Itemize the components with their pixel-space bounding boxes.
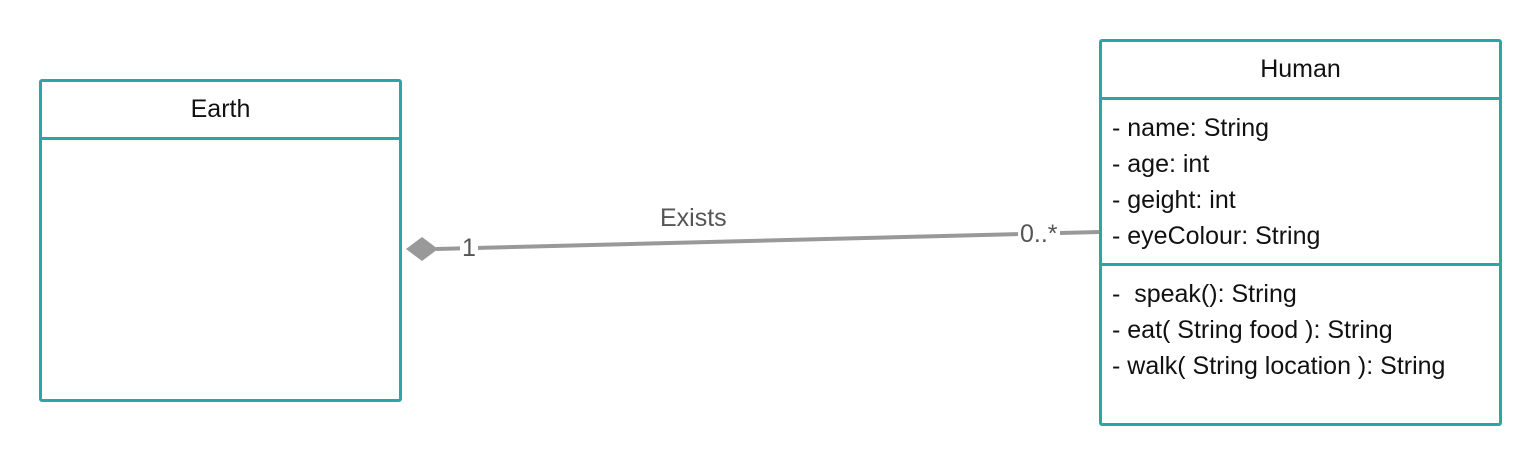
class-human-divider xyxy=(1102,263,1499,266)
attribute-item: - geight: int xyxy=(1112,186,1236,214)
class-earth[interactable]: Earth xyxy=(39,79,402,402)
operation-item: - eat( String food ): String xyxy=(1112,316,1393,344)
operation-item: - walk( String location ): String xyxy=(1112,352,1446,380)
attribute-item: - age: int xyxy=(1112,150,1210,178)
association-label: Exists xyxy=(660,204,727,232)
attribute-item: - name: String xyxy=(1112,114,1270,142)
source-multiplicity: 1 xyxy=(460,233,478,263)
class-human-attributes: - name: String - age: int - geight: int … xyxy=(1102,100,1499,263)
attribute-item: - eyeColour: String xyxy=(1112,222,1321,250)
composition-diamond-icon xyxy=(406,237,438,261)
class-human-operations: - speak(): String - eat( String food ): … xyxy=(1102,266,1499,384)
class-human[interactable]: Human - name: String - age: int - geight… xyxy=(1099,39,1502,426)
class-human-name: Human xyxy=(1102,42,1499,100)
operation-item: - speak(): String xyxy=(1112,280,1297,308)
class-earth-name: Earth xyxy=(42,82,399,140)
association-line[interactable] xyxy=(435,230,1100,251)
target-multiplicity: 0..* xyxy=(1018,219,1060,249)
